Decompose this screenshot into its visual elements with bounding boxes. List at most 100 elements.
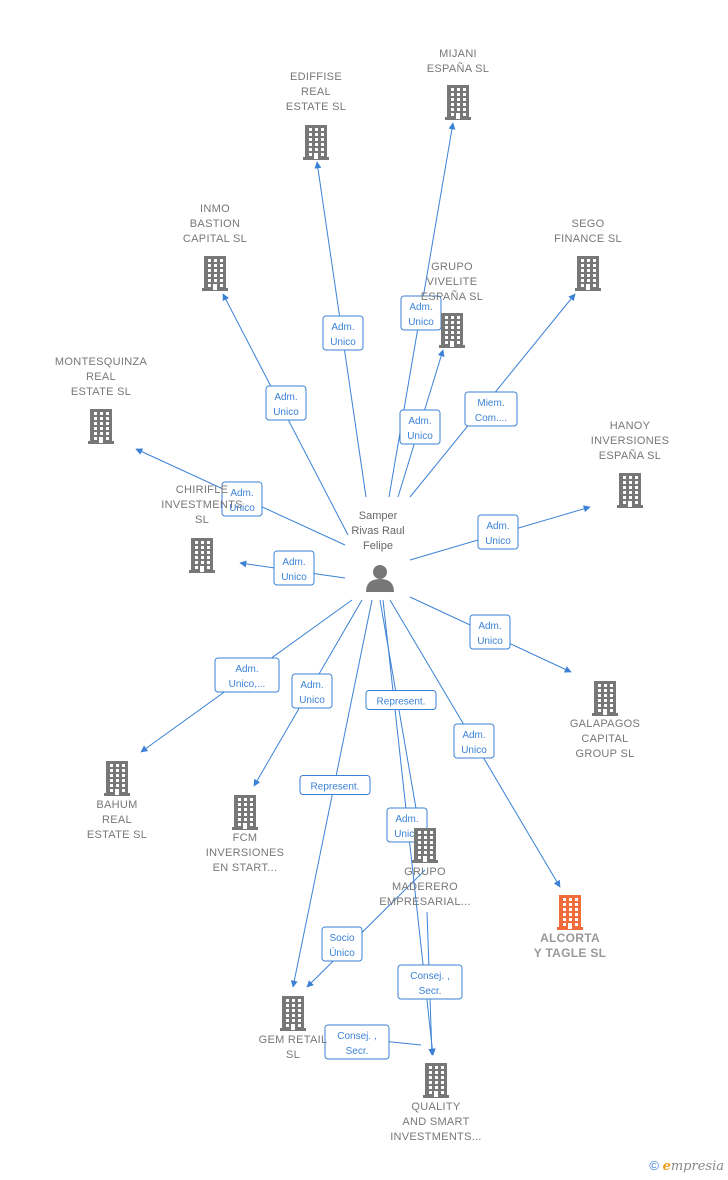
- company-label-line: INVERSIONES: [591, 435, 670, 447]
- edge-label-center-inmo[interactable]: Adm. Unico: [265, 385, 307, 421]
- company-label-line: GRUPO: [431, 261, 473, 273]
- company-label-line: VIVELITE: [427, 276, 478, 288]
- company-label-line: SEGO: [572, 218, 605, 230]
- building-icon: [557, 895, 583, 930]
- edge-label-center-maderero[interactable]: Represent.: [365, 690, 437, 710]
- company-label-line: INVERSIONES: [206, 847, 285, 859]
- edge-label-text: Unico: [330, 337, 356, 348]
- company-node-gem[interactable]: GEM RETAIL SL: [259, 996, 328, 1061]
- edge-label-text: Adm.: [409, 302, 432, 313]
- company-label-line: INVESTMENTS...: [390, 1131, 482, 1143]
- edge-label-center-galapagos[interactable]: Adm.Unico: [469, 614, 511, 650]
- company-label-line: ESTATE SL: [71, 386, 131, 398]
- company-label-line: CAPITAL SL: [183, 233, 247, 245]
- edge-label-text: Unico: [229, 503, 255, 514]
- edge-label-center-hanoy[interactable]: Adm.Unico: [477, 514, 519, 550]
- company-node-montesquinza[interactable]: MONTESQUINZA REAL ESTATE SL: [55, 356, 148, 444]
- company-label-line: BAHUM: [96, 799, 137, 811]
- edge-label-text: Adm.: [462, 730, 485, 741]
- edge-label-text: Adm.: [274, 392, 297, 403]
- edge-label-maderero-quality[interactable]: Consej. ,Secr.: [397, 964, 463, 1000]
- person-name-line: Rivas Raul: [351, 525, 404, 537]
- company-label-line: GALAPAGOS: [570, 718, 640, 730]
- edge-label-center-alcorta[interactable]: Adm. Unico: [453, 723, 495, 759]
- company-label-line: ESPAÑA SL: [599, 449, 661, 462]
- company-label-line: HANOY: [610, 420, 651, 432]
- edge-label-center-vivelite[interactable]: Adm.Unico: [399, 409, 441, 445]
- edge-label-center-fcm[interactable]: Adm.Unico: [291, 673, 333, 709]
- company-label-line: INVESTMENTS: [161, 499, 243, 511]
- company-label-line: EN START...: [213, 862, 278, 874]
- logo-initial: e: [662, 1159, 671, 1174]
- company-label-line: MADERERO: [392, 881, 458, 893]
- building-icon: [439, 313, 465, 348]
- edge-label-text: Socio: [329, 933, 354, 944]
- logo-text: mpresia: [670, 1159, 724, 1174]
- building-icon: [104, 761, 130, 796]
- building-icon: [232, 795, 258, 830]
- edge-label-center-bahum[interactable]: Adm.Unico,...: [214, 657, 280, 693]
- edge-label-text: Unico: [461, 745, 487, 756]
- edge-label-center-montesquinza[interactable]: Adm.Unico: [221, 481, 263, 517]
- company-node-maderero[interactable]: GRUPOMADEREROEMPRESARIAL...: [379, 828, 471, 908]
- building-icon: [592, 681, 618, 716]
- building-icon: [575, 256, 601, 291]
- edge-label-quality-gem[interactable]: Consej. , Secr.: [324, 1024, 390, 1060]
- company-label-line: Y TAGLE SL: [534, 946, 607, 960]
- edge-label-text: Consej. ,: [337, 1031, 376, 1042]
- edge-label-text: Represent.: [311, 782, 360, 793]
- edge-label-text: Com....: [475, 413, 507, 424]
- edge-label-text: Unico: [273, 407, 299, 418]
- edge-label-center-gem[interactable]: Represent.: [299, 775, 371, 795]
- edge-label-center-ediffise[interactable]: Adm. Unico: [322, 315, 364, 351]
- company-label-line: SL: [286, 1049, 300, 1061]
- edge-label-center-chirifle[interactable]: Adm.Unico: [273, 550, 315, 586]
- edge-label-text: Miem.: [477, 398, 504, 409]
- edge-label-text: Unico: [408, 317, 434, 328]
- copyright-symbol: ©: [649, 1158, 659, 1173]
- edge-label-text: Secr.: [346, 1046, 369, 1057]
- company-label-line: GEM RETAIL: [259, 1034, 328, 1046]
- company-node-inmo[interactable]: INMO BASTION CAPITAL SL: [183, 203, 247, 291]
- company-label-line: CHIRIFLE: [176, 484, 229, 496]
- company-label-line: MONTESQUINZA: [55, 356, 148, 368]
- edge-label-text: Consej. ,: [410, 971, 449, 982]
- edge-label-text: Adm.: [331, 322, 354, 333]
- person-icon: [366, 565, 394, 592]
- company-label-line: REAL: [86, 371, 116, 383]
- company-label-line: BASTION: [190, 218, 240, 230]
- person-name-line: Samper: [359, 510, 398, 522]
- company-label-line: ESPAÑA SL: [421, 290, 483, 303]
- company-node-hanoy[interactable]: HANOY INVERSIONES ESPAÑA SL: [591, 420, 670, 508]
- company-node-vivelite[interactable]: GRUPO VIVELITE ESPAÑA SL: [421, 261, 483, 348]
- person-name-line: Felipe: [363, 540, 393, 552]
- company-label-line: EDIFFISE: [290, 71, 342, 83]
- edge-label-text: Unico: [394, 829, 420, 840]
- building-icon: [412, 828, 438, 863]
- empresia-logo[interactable]: empresia: [663, 1159, 724, 1174]
- company-label-line: ESTATE SL: [286, 101, 346, 113]
- edge-label-text: Unico: [407, 431, 433, 442]
- edge-label-text: Unico,...: [229, 679, 266, 690]
- company-label-line: ESTATE SL: [87, 829, 147, 841]
- company-label-line: ALCORTA: [540, 931, 600, 945]
- edge-label-text: Unico: [477, 636, 503, 647]
- company-label-line: GROUP SL: [575, 748, 634, 760]
- company-label-line: QUALITY: [411, 1101, 461, 1113]
- building-icon: [88, 409, 114, 444]
- edge-label-center-sego[interactable]: Miem. Com....: [464, 391, 518, 427]
- company-label-line: INMO: [200, 203, 230, 215]
